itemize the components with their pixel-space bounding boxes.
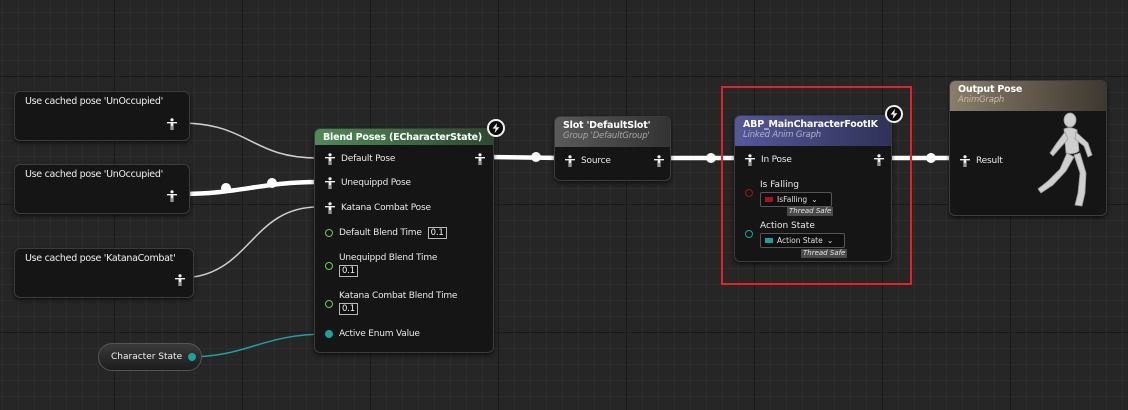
slot-source-label: Source [581,156,611,166]
enum-pin-icon[interactable] [745,230,753,238]
default-blend-time-value[interactable]: 0.1 [427,227,447,239]
wire-knot [531,152,541,162]
float-pin-icon[interactable] [325,262,333,270]
pose-output-pin-icon[interactable] [874,154,884,166]
katana-blend-time-label: Katana Combat Blend Time [339,291,458,301]
unequippd-blend-time-value[interactable]: 0.1 [339,265,358,277]
cached-pose-node-1[interactable]: Use cached pose 'UnOccupied' [14,91,190,141]
is-falling-value: IsFalling [777,195,808,204]
katana-blend-time-value[interactable]: 0.1 [339,303,358,315]
unequippd-pose-input[interactable]: Unequippd Pose [325,177,411,189]
active-enum-label: Active Enum Value [339,329,420,339]
output-header: Output Pose AnimGraph [950,81,1106,111]
pose-input-pin-icon[interactable] [325,153,335,165]
default-pose-input[interactable]: Default Pose [325,153,395,165]
enum-pin-icon[interactable] [188,353,197,361]
default-pose-label: Default Pose [341,154,396,164]
pose-input-pin-icon[interactable] [325,177,335,189]
wire-cached2-unequippd [179,179,319,197]
bool-type-icon [765,197,773,202]
bolt-icon [885,105,903,123]
default-blend-time-label: Default Blend Time [339,228,422,238]
wire-knot [221,183,231,193]
action-state-dropdown[interactable]: Action State ⌄ [760,233,845,248]
selection-highlight [721,86,912,285]
output-subtitle: AnimGraph [958,95,1005,105]
pose-output-pin-icon[interactable] [167,190,177,202]
action-state-label: Action State [760,221,815,231]
wire-cached1-default [179,122,319,159]
cached-pose-node-3[interactable]: Use cached pose 'KatanaCombat' [14,248,194,298]
wire-knot [267,178,277,188]
is-falling-dropdown[interactable]: IsFalling ⌄ [760,192,832,207]
linked-header: ABP_MainCharacterFootIK Linked Anim Grap… [735,116,891,146]
slot-title: Slot 'DefaultSlot' [563,120,651,131]
slot-node[interactable]: Slot 'DefaultSlot' Group 'DefaultGroup' … [554,116,671,181]
wire-blend-slot [485,154,563,161]
slot-subtitle: Group 'DefaultGroup' [563,131,650,141]
blend-poses-node[interactable]: Blend Poses (ECharacterState) Default Po… [314,128,494,353]
float-pin-icon[interactable] [325,229,333,237]
output-result-label: Result [976,156,1003,166]
pose-output-pin-icon[interactable] [654,155,664,167]
bolt-icon [487,119,505,137]
thread-safe-badge: Thread Safe [787,207,834,216]
katana-pose-input[interactable]: Katana Combat Pose [325,202,431,214]
cached-pose-title: Use cached pose 'UnOccupied' [25,96,163,107]
cached-pose-node-2[interactable]: Use cached pose 'UnOccupied' [14,164,190,214]
linked-subtitle: Linked Anim Graph [743,130,821,140]
blend-poses-header: Blend Poses (ECharacterState) [315,129,493,145]
pose-output-pin-icon[interactable] [167,118,177,130]
output-pose-node[interactable]: Output Pose AnimGraph Result [949,80,1107,216]
pose-input-pin-icon[interactable] [745,154,755,166]
slot-header: Slot 'DefaultSlot' Group 'DefaultGroup' [555,117,670,147]
slot-source-input[interactable]: Source [565,155,611,167]
wire-knot [926,153,936,163]
unequippd-pose-label: Unequippd Pose [341,178,411,188]
blend-poses-title: Blend Poses (ECharacterState) [323,132,483,143]
cached-pose-title: Use cached pose 'KatanaCombat' [25,253,176,264]
unequippd-blend-time-input[interactable]: Unequippd Blend Time 0.1 [325,253,437,277]
bool-pin-icon[interactable] [745,189,753,197]
character-state-variable[interactable]: Character State [98,343,202,371]
enum-pin-icon[interactable] [325,330,333,338]
float-pin-icon[interactable] [325,300,333,308]
pose-input-pin-icon[interactable] [960,155,970,167]
wire-enum [185,333,329,358]
action-state-value: Action State [777,236,823,245]
linked-anim-graph-node[interactable]: ABP_MainCharacterFootIK Linked Anim Grap… [734,115,892,262]
mannequin-icon [1037,112,1093,207]
linked-in-pose-input[interactable]: In Pose [745,154,792,166]
default-blend-time-input[interactable]: Default Blend Time 0.1 [325,227,447,239]
character-state-label: Character State [111,352,183,362]
pose-input-pin-icon[interactable] [325,202,335,214]
pose-output-pin-icon[interactable] [175,274,185,286]
cached-pose-title: Use cached pose 'UnOccupied' [25,169,163,180]
katana-blend-time-input[interactable]: Katana Combat Blend Time 0.1 [325,291,457,315]
katana-pose-label: Katana Combat Pose [341,203,431,213]
pose-input-pin-icon[interactable] [565,155,575,167]
wire-cached3-katana [179,206,319,279]
output-title: Output Pose [958,84,1023,95]
linked-in-pose-label: In Pose [761,155,792,165]
pose-output-pin-icon[interactable] [475,153,485,165]
output-result-input[interactable]: Result [960,155,1003,167]
unequippd-blend-time-label: Unequippd Blend Time [339,253,438,263]
thread-safe-badge: Thread Safe [801,249,848,258]
enum-type-icon [765,238,773,243]
is-falling-label: Is Falling [760,180,799,190]
chevron-down-icon: ⌄ [826,236,834,245]
wire-knot [706,153,716,163]
chevron-down-icon: ⌄ [811,195,818,204]
linked-title: ABP_MainCharacterFootIK [743,119,878,130]
active-enum-input[interactable]: Active Enum Value [325,329,420,339]
